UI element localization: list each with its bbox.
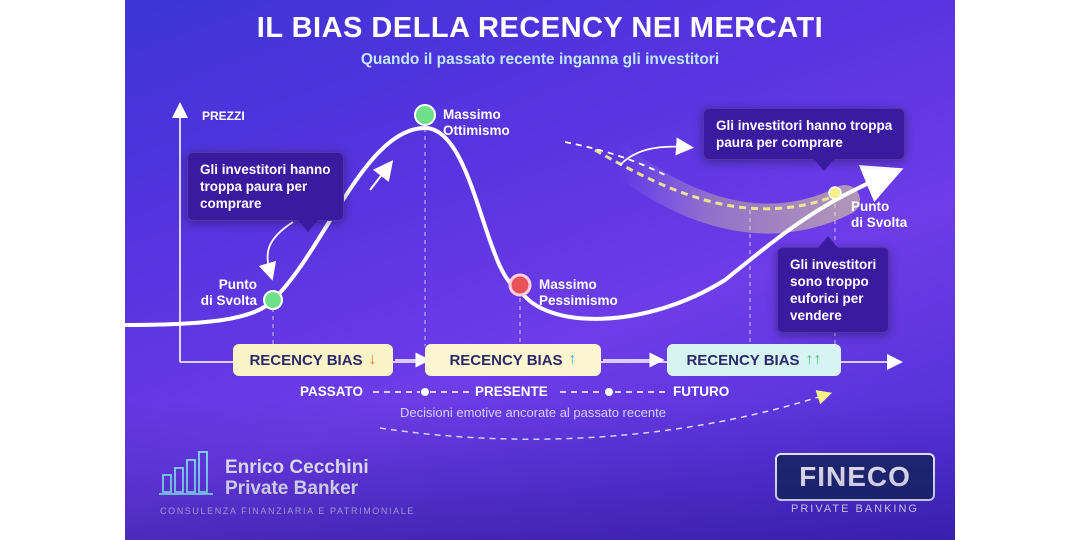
double-arrow-up-icon: ↑↑ — [805, 351, 822, 368]
callout-arrow-left — [258, 221, 294, 281]
arrow-up-icon: ↑ — [568, 351, 577, 368]
timeline-past: PASSATO — [300, 384, 364, 399]
timeline-present: PRESENTE — [475, 384, 548, 399]
y-axis-label: PREZZI — [202, 109, 245, 123]
callout-arrow-right — [619, 137, 694, 166]
turning-point-left-label: Punto di Svolta — [200, 277, 257, 308]
expectation-band — [594, 148, 836, 211]
banker-name-line2: Private Banker — [225, 478, 359, 499]
callout-fear-right: Gli investitori hanno troppa paura per c… — [703, 108, 906, 171]
pill-label: RECENCY BIAS — [449, 351, 563, 369]
pill-label: RECENCY BIAS — [686, 351, 800, 369]
recency-bias-pill-future: RECENCY BIAS ↑↑ — [667, 344, 841, 376]
dashed-expectation-curve — [564, 141, 666, 176]
banker-name: Enrico Cecchini Private Banker — [225, 457, 369, 499]
max-optimism-dot — [414, 104, 436, 126]
poster-subtitle: Quando il passato recente inganna gli in… — [360, 51, 720, 68]
turning-point-right-label: Punto di Svolta — [851, 199, 908, 230]
max-pessimism-label: Massimo Pessimismo — [539, 277, 618, 308]
future-arc — [379, 390, 833, 440]
poster-title: IL BIAS DELLA RECENCY NEI MERCATI — [256, 12, 824, 44]
pill-label: RECENCY BIAS — [249, 351, 363, 369]
callout-euphoria: Gli investitori sono troppo euforici per… — [777, 236, 890, 333]
banker-name-line1: Enrico Cecchini — [225, 457, 369, 478]
infographic-poster: IL BIAS DELLA RECENCY NEI MERCATI Quando… — [125, 0, 955, 540]
fineco-logo: FINECO — [775, 453, 935, 501]
recency-bias-pill-present: RECENCY BIAS ↑ — [425, 344, 601, 376]
turning-point-left-dot — [263, 290, 283, 310]
recency-bias-pill-past: RECENCY BIAS ↓ — [233, 344, 393, 376]
turning-point-right-dot — [828, 186, 842, 200]
max-optimism-label: Massimo Ottimismo — [443, 107, 510, 138]
callout-fear-left: Gli investitori hanno troppa paura per c… — [187, 152, 344, 232]
bar-chart-logo-icon — [159, 451, 213, 495]
arrow-down-icon: ↓ — [368, 351, 377, 368]
max-pessimism-dot — [508, 273, 532, 297]
banker-tagline: CONSULENZA FINANZIARIA E PATRIMONIALE — [160, 506, 415, 516]
footnote: Decisioni emotive ancorate al passato re… — [400, 405, 666, 420]
timeline-dot — [605, 388, 613, 396]
timeline-future: FUTURO — [673, 384, 730, 399]
rise-arrow — [369, 160, 394, 191]
timeline-dot — [421, 388, 429, 396]
fineco-subtitle: PRIVATE BANKING — [790, 503, 919, 515]
